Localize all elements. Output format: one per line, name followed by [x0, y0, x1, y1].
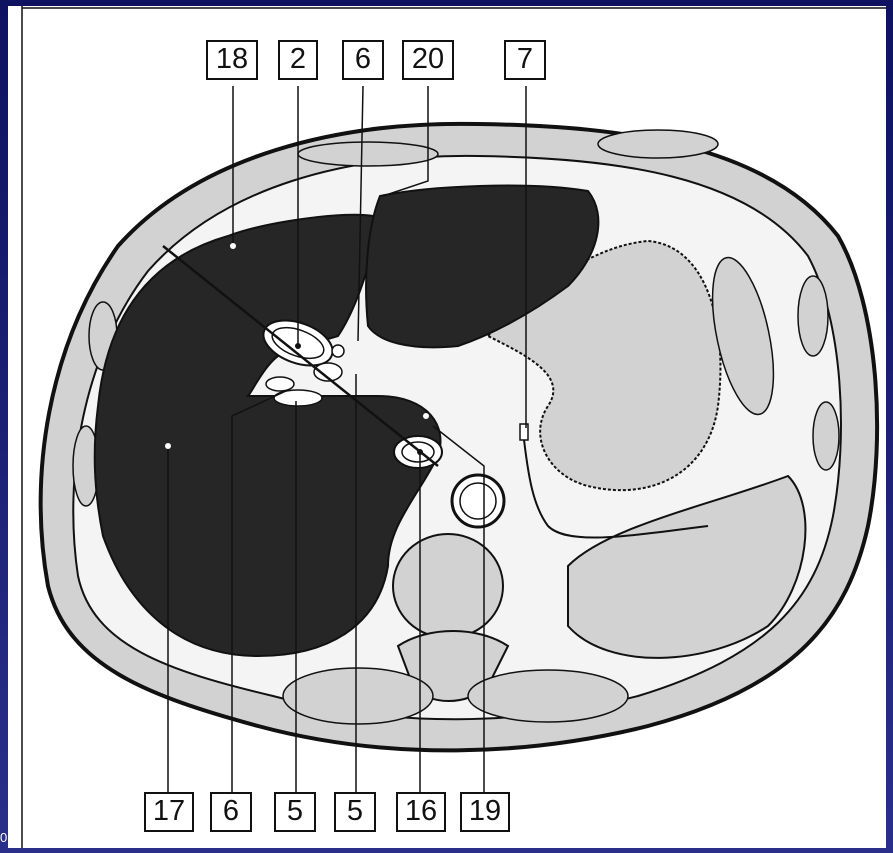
label-bottom-16: 16	[396, 792, 446, 832]
label-bottom-5a: 5	[274, 792, 316, 832]
label-bottom-6: 6	[210, 792, 252, 832]
label-bottom-5b: 5	[334, 792, 376, 832]
vessel	[332, 345, 344, 357]
muscle	[598, 130, 718, 158]
back-muscle	[468, 670, 628, 722]
cross-section-diagram	[8, 6, 886, 848]
label-top-7: 7	[504, 40, 546, 80]
label-top-20: 20	[402, 40, 454, 80]
label-top-6: 6	[342, 40, 384, 80]
back-muscle	[283, 668, 433, 724]
vertebra	[393, 534, 503, 638]
muscle	[813, 402, 839, 470]
vessel	[266, 377, 294, 391]
label-top-2: 2	[278, 40, 318, 80]
muscle	[798, 276, 828, 356]
corner-mark: 0	[0, 830, 7, 845]
anatomy-figure: 18 2 6 20 7 17 6 5 5 16 19	[8, 6, 886, 848]
label-top-18: 18	[206, 40, 258, 80]
muscle	[298, 142, 438, 166]
label-bottom-19: 19	[460, 792, 510, 832]
label-bottom-17: 17	[144, 792, 194, 832]
